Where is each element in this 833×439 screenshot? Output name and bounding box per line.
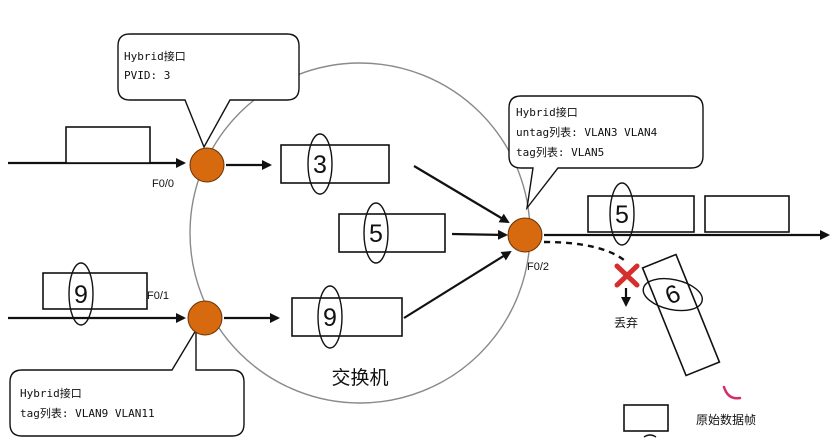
drop-x-icon <box>614 263 640 288</box>
legend-tag-hint <box>643 434 657 438</box>
incoming-vlan9-number: 9 <box>74 281 88 309</box>
vlan-tag-oval <box>317 285 343 349</box>
callout-f02-line1: Hybrid接口 <box>516 106 578 119</box>
internal-vlan3-number: 3 <box>313 151 327 179</box>
callout-f00-line1: Hybrid接口 <box>124 50 186 63</box>
vlan-tag-oval <box>68 262 94 326</box>
internal-frame-vlan5: 5 <box>338 202 446 264</box>
switch-label: 交换机 <box>331 367 388 389</box>
arrow-frame5-to-f02 <box>451 229 508 240</box>
internal-vlan5-number: 5 <box>369 220 383 248</box>
port-f02-label: F0/2 <box>527 261 549 273</box>
port-f00[interactable] <box>189 147 225 183</box>
port-f01-label: F0/1 <box>147 290 169 302</box>
callout-f00: Hybrid接口 PVID: 3 <box>117 33 300 149</box>
vlan-tag-oval <box>642 277 703 312</box>
internal-vlan9-number: 9 <box>323 304 337 332</box>
callout-f01-line2: tag列表: VLAN9 VLAN11 <box>20 406 155 420</box>
callout-f00-line2: PVID: 3 <box>124 69 170 82</box>
callout-f01-line1: Hybrid接口 <box>20 387 82 400</box>
vlan-tag-oval <box>609 182 635 246</box>
dropped-frame-vlan9: 9 <box>641 253 721 377</box>
port-f02[interactable] <box>507 217 543 253</box>
callout-f02: Hybrid接口 untag列表: VLAN3 VLAN4 tag列表: VLA… <box>508 95 704 211</box>
arrow-frame3-to-f02 <box>413 165 510 224</box>
legend-mark <box>722 385 742 400</box>
callout-f02-line2: untag列表: VLAN3 VLAN4 <box>516 125 658 139</box>
drop-path <box>543 240 625 261</box>
vlan-tag-oval <box>307 133 333 195</box>
port-f00-label: F0/0 <box>152 178 174 190</box>
internal-frame-vlan3: 3 <box>280 133 390 195</box>
output-frame-vlan5: 5 <box>587 182 695 246</box>
arrow-frame9-to-f02 <box>403 250 512 319</box>
output-vlan5-number: 5 <box>615 201 629 229</box>
output-frame-untagged <box>704 195 790 233</box>
incoming-frame-vlan9: 9 <box>42 262 148 326</box>
vlan-tag-oval <box>363 202 389 264</box>
legend-original-frame-label: 原始数据帧 <box>696 412 756 427</box>
callout-f01: Hybrid接口 tag列表: VLAN9 VLAN11 <box>9 327 245 437</box>
drop-label: 丢弃 <box>614 315 638 330</box>
legend-frame-icon <box>623 404 669 432</box>
port-f01[interactable] <box>187 300 223 336</box>
incoming-frame-untagged <box>65 126 151 164</box>
internal-frame-vlan9: 9 <box>291 285 403 349</box>
callout-f02-line3: tag列表: VLAN5 <box>516 145 604 159</box>
